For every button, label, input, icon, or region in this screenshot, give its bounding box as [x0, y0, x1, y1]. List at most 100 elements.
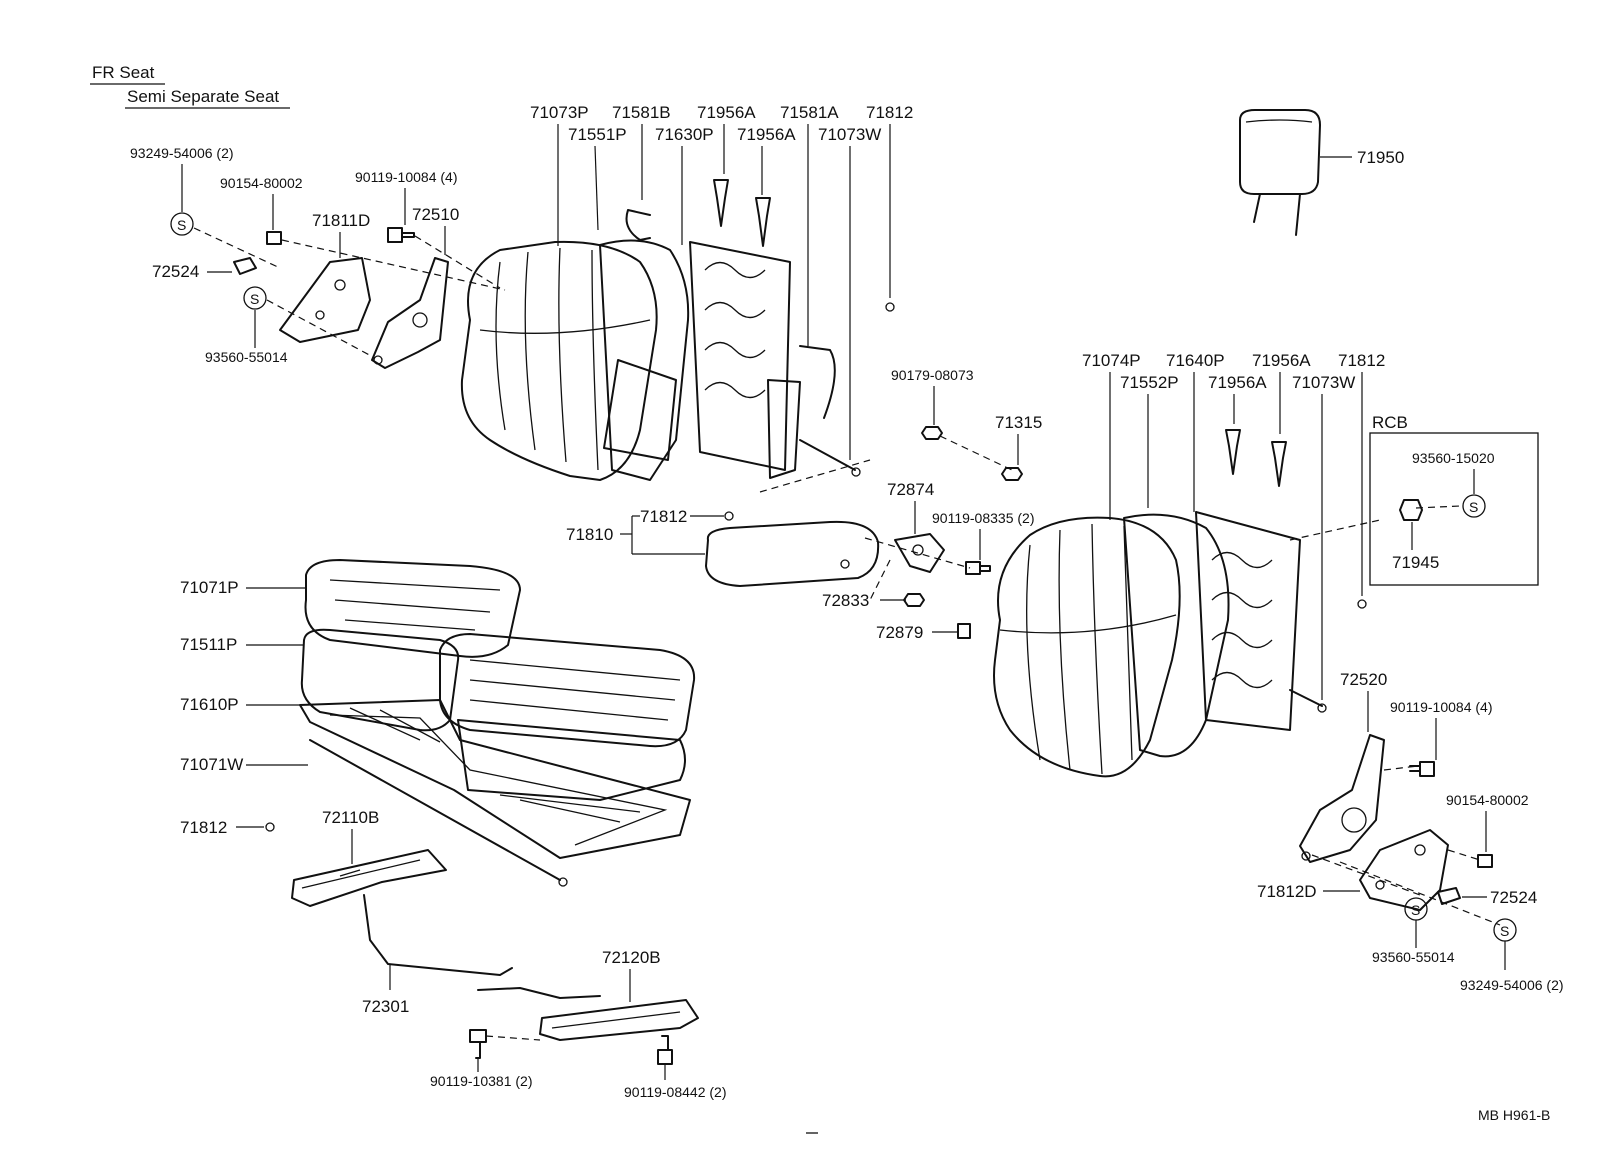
seat-cover [304, 559, 521, 658]
label-71812-mid: 71812 [640, 507, 687, 526]
label-71812-bottom: 71812 [180, 818, 227, 837]
label-90119-10084-left: 90119-10084 (4) [355, 169, 457, 185]
label-72524-left: 72524 [152, 262, 199, 281]
label-90154-80002-right: 90154-80002 [1446, 792, 1529, 808]
label-90119-08442: 90119-08442 (2) [624, 1084, 726, 1100]
seat-pad-left [300, 628, 460, 732]
label-71811D: 71811D [312, 211, 370, 230]
bolt-icon [657, 1035, 673, 1065]
label-90179-08073: 90179-08073 [891, 367, 974, 383]
trim-wire-lower [799, 345, 836, 419]
subsection-title: Semi Separate Seat [127, 87, 279, 106]
headrest [1239, 109, 1321, 195]
label-71945: 71945 [1392, 553, 1439, 572]
bolt-icon [387, 227, 415, 243]
left-recliner-group: 93249-54006 (2) S 90154-80002 90119-1008… [130, 145, 506, 369]
svg-text:S: S [1411, 902, 1420, 918]
rcb-group: RCB 93560-15020 S 71945 [1369, 413, 1539, 586]
bolt-icon [957, 623, 971, 639]
label-93249-54006-left: 93249-54006 (2) [130, 145, 234, 161]
label-71630P: 71630P [655, 125, 714, 144]
seatback-pad-right [1123, 513, 1230, 758]
label-93560-15020: 93560-15020 [1412, 450, 1495, 466]
svg-text:S: S [1469, 499, 1478, 515]
seat-track-group: 72110B 72301 72120B 90119-10381 (2) 9011… [291, 808, 726, 1100]
recliner-cover-right [1359, 829, 1449, 911]
label-72510: 72510 [412, 205, 459, 224]
bolt-icon [1477, 854, 1493, 868]
nut-icon [1399, 499, 1423, 521]
trim-wire-upper [625, 209, 651, 241]
seat-track-left [291, 849, 447, 907]
nut-icon [1001, 467, 1023, 481]
seatback-pad [599, 239, 690, 481]
cap-icon [885, 302, 895, 312]
svg-text:S: S [250, 291, 259, 307]
label-71956A-3: 71956A [1252, 351, 1311, 370]
seat-pad-lower [457, 719, 686, 801]
recliner-cover-left [279, 257, 371, 343]
label-71315: 71315 [995, 413, 1042, 432]
label-72120B: 72120B [602, 948, 661, 967]
label-71074P: 71074P [1082, 351, 1141, 370]
s-mark-icon: S [1493, 918, 1517, 942]
label-71581A: 71581A [780, 103, 839, 122]
label-71956A-1: 71956A [697, 103, 756, 122]
svg-text:S: S [177, 217, 186, 233]
label-71812D: 71812D [1257, 882, 1317, 901]
headrest-group: 71950 [1239, 109, 1404, 236]
label-72110B: 72110B [322, 808, 379, 827]
label-71071P: 71071P [180, 578, 239, 597]
label-71511P: 71511P [180, 635, 237, 654]
headrest-guide-icon [713, 179, 729, 227]
label-71073W-right: 71073W [1292, 373, 1355, 392]
bolt-icon [1409, 761, 1435, 777]
label-71812-top: 71812 [866, 103, 913, 122]
right-recliner-group: 72520 90119-10084 (4) 90154-80002 71812D… [1257, 670, 1564, 993]
label-71071W: 71071W [180, 755, 243, 774]
headrest-guide-icon [755, 197, 771, 247]
seat-cushion-group: 71071P 71511P 71610P 71071W 71812 [180, 559, 696, 887]
label-90154-80002-left: 90154-80002 [220, 175, 303, 191]
label-72874: 72874 [887, 480, 934, 499]
bolt-icon [469, 1029, 487, 1059]
rcb-box [1369, 432, 1539, 586]
nut-icon [903, 593, 925, 607]
label-93249-54006-right: 93249-54006 (2) [1460, 977, 1564, 993]
diagram-code: MB H961-B [1478, 1107, 1550, 1123]
cap-icon [265, 822, 275, 832]
headrest-guide-icon [1225, 429, 1241, 475]
adjuster-cable [363, 894, 513, 976]
cap-icon [724, 511, 734, 521]
recliner-mechanism-right [1299, 734, 1385, 863]
label-90119-10084-right: 90119-10084 (4) [1390, 699, 1492, 715]
nut-icon [921, 426, 943, 440]
label-71581B: 71581B [612, 103, 671, 122]
rcb-title: RCB [1372, 413, 1408, 432]
label-90119-10381: 90119-10381 (2) [430, 1073, 532, 1089]
headrest-guide-icon [1271, 441, 1287, 487]
cushion-71810-group: 71812 71810 [566, 507, 880, 587]
label-72879: 72879 [876, 623, 923, 642]
middle-fasteners: 90179-08073 71315 72874 90119-08335 (2) … [822, 367, 1042, 642]
s-mark-icon: S [1404, 897, 1428, 921]
label-71812-right: 71812 [1338, 351, 1385, 370]
seatback-cover-front [460, 240, 658, 481]
seatback-wire [799, 439, 856, 471]
s-mark-icon: S [170, 212, 194, 236]
seat-pad-right [439, 633, 696, 748]
cap-icon [1357, 599, 1367, 609]
cushion-71810 [705, 520, 880, 587]
label-72833: 72833 [822, 591, 869, 610]
bolt-icon [965, 561, 991, 575]
section-title: FR Seat [92, 63, 155, 82]
seatback-frame-right [1195, 511, 1301, 731]
seatback-frame [689, 241, 791, 471]
label-71956A-2: 71956A [737, 125, 796, 144]
label-71551P: 71551P [568, 125, 627, 144]
clip-icon [1437, 887, 1461, 905]
label-71073W-top: 71073W [818, 125, 881, 144]
label-90119-08335: 90119-08335 (2) [932, 510, 1034, 526]
label-93560-55014-left: 93560-55014 [205, 349, 288, 365]
